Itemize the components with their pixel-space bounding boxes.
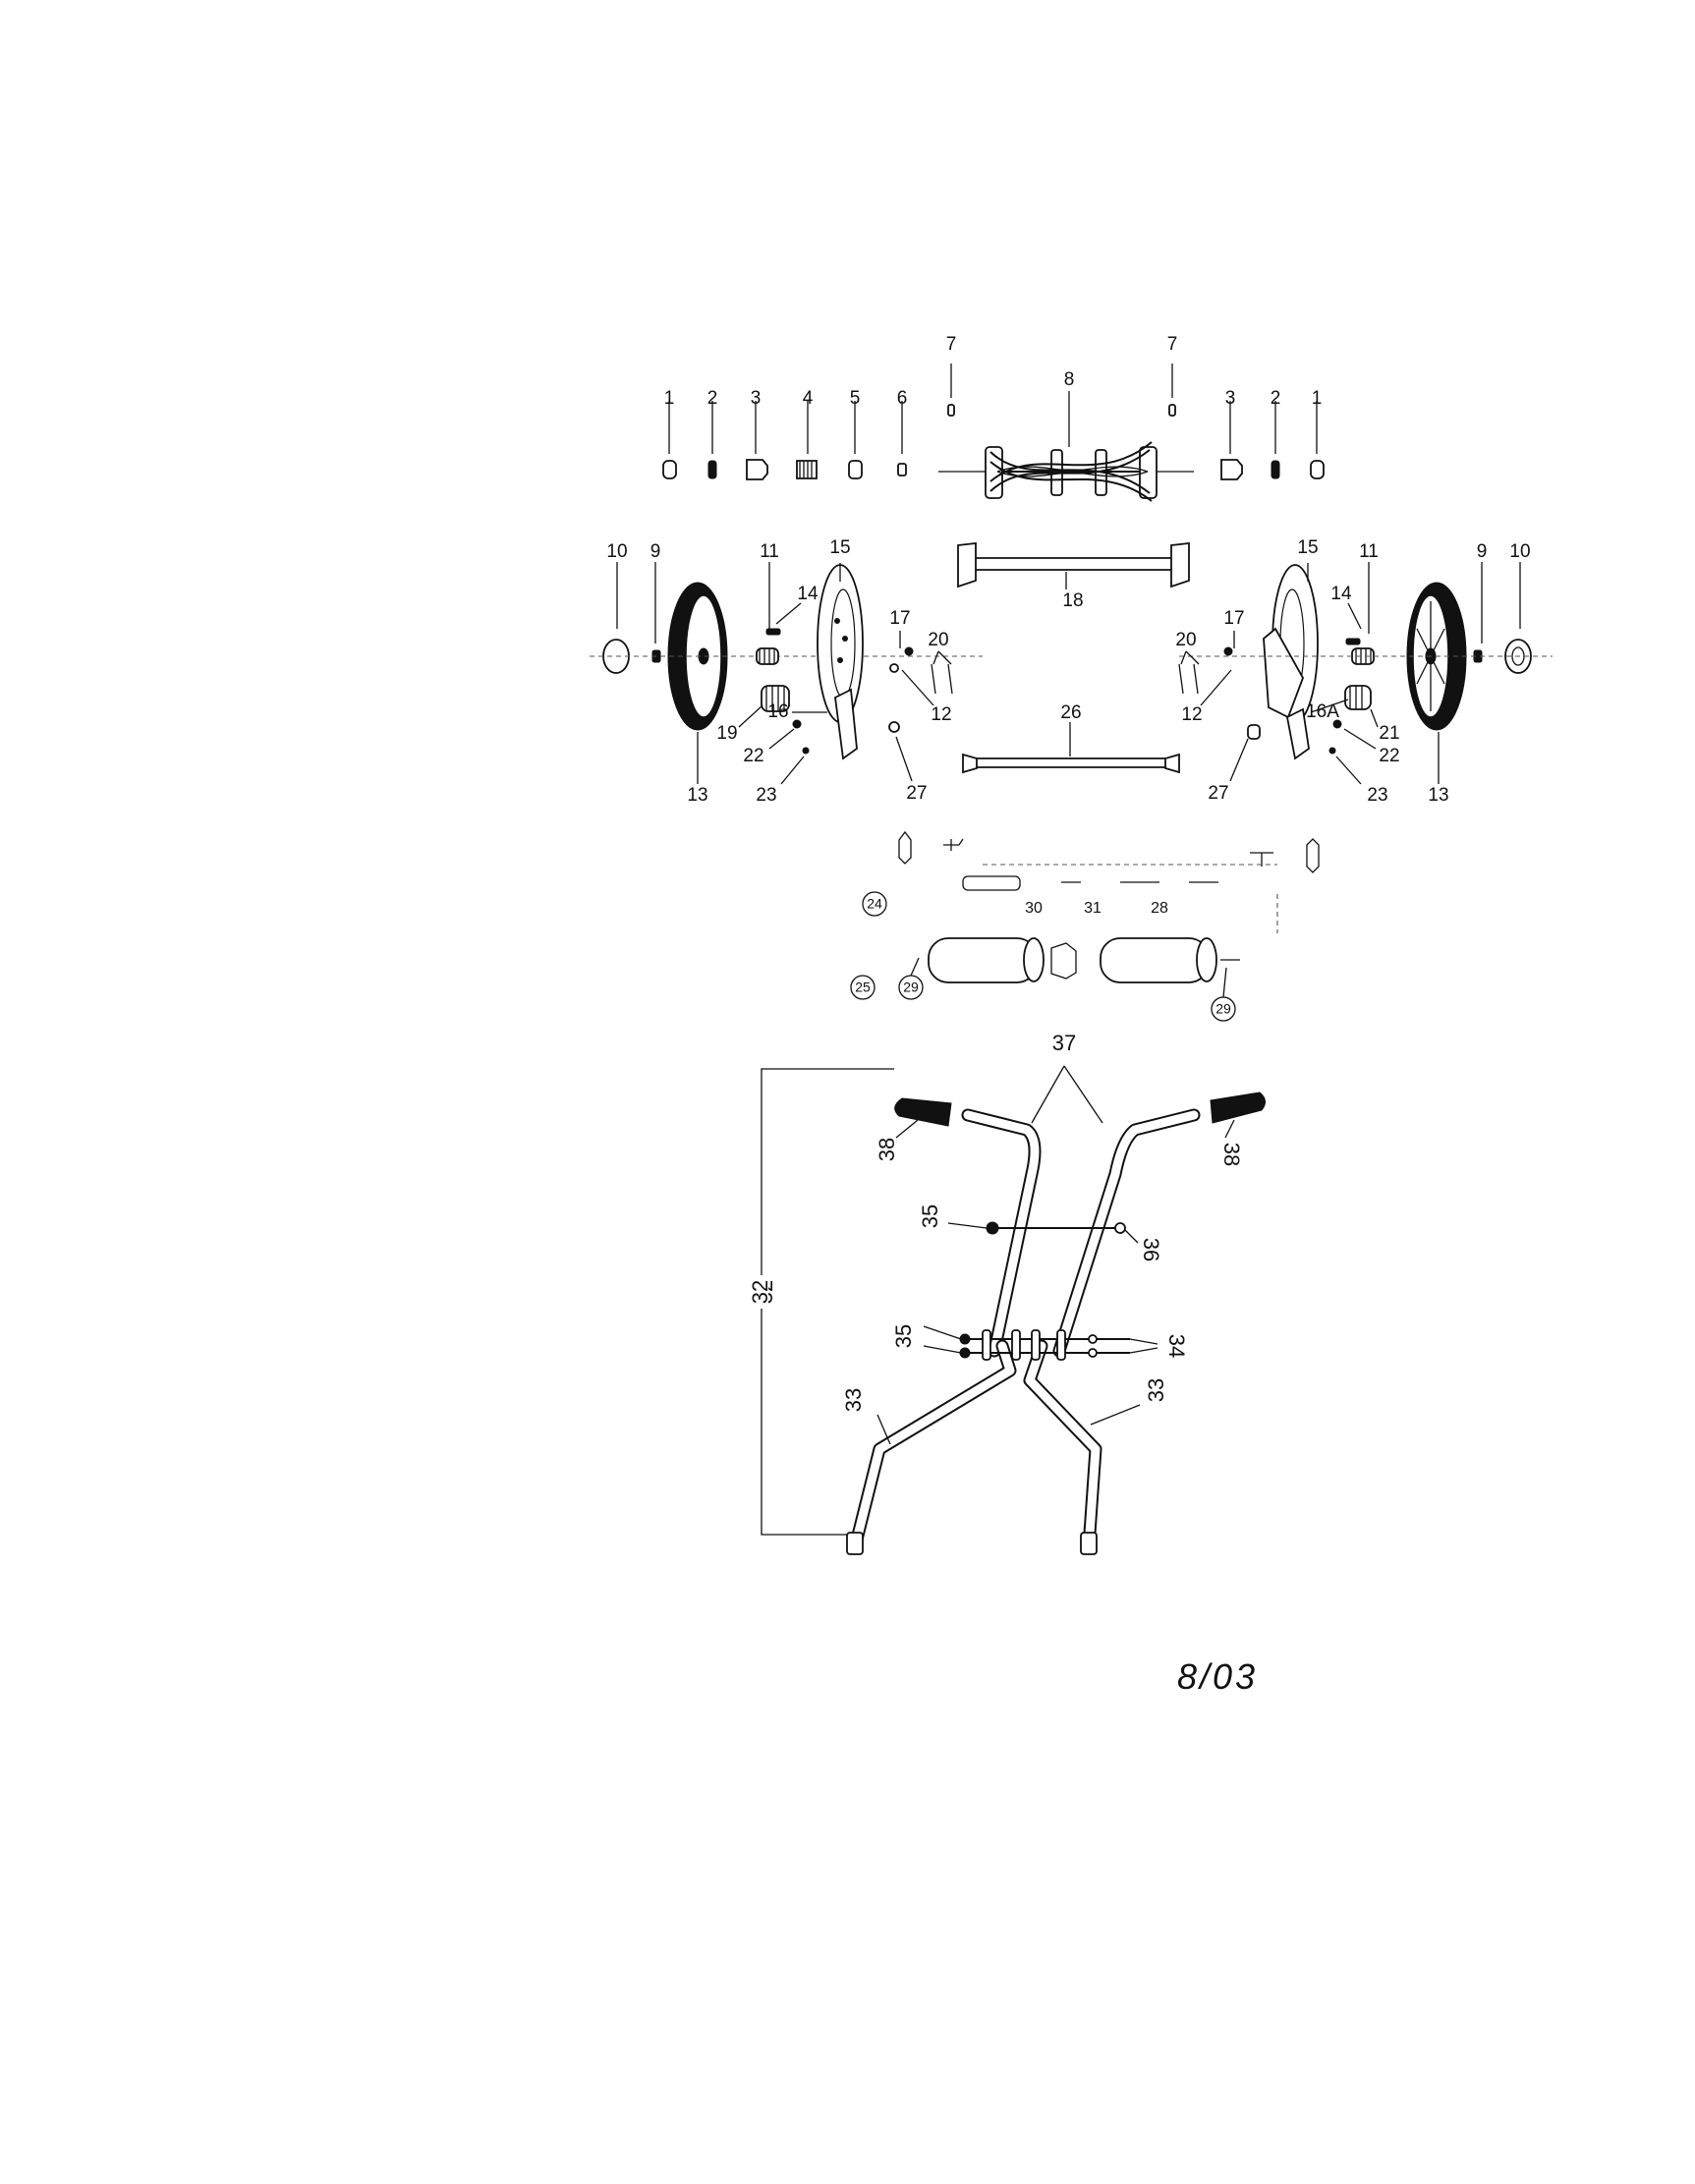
callout-27-right: 27 — [1208, 783, 1228, 804]
callout-11-left: 11 — [760, 541, 779, 562]
gear-part — [761, 685, 790, 712]
callout-14-right: 14 — [1330, 584, 1352, 604]
callout-28: 28 — [1151, 900, 1168, 917]
callout-38-left: 38 — [875, 1138, 899, 1161]
callout-18: 18 — [1062, 590, 1083, 611]
callout-5: 5 — [850, 388, 861, 409]
callout-8: 8 — [1064, 369, 1075, 390]
dust-cap-part — [662, 460, 677, 479]
callout-29-right: 29 — [1215, 1001, 1231, 1017]
reel-blade-drawing — [985, 441, 1158, 502]
rear-bar — [962, 722, 1180, 774]
callout-35-lower: 35 — [891, 1324, 916, 1348]
callout-29-left: 29 — [903, 980, 919, 995]
callout-22-right: 22 — [1379, 746, 1399, 766]
callout-2-left: 2 — [707, 388, 718, 409]
bearing-part — [746, 459, 768, 480]
callout-12-right: 12 — [1181, 704, 1202, 725]
washer-part — [707, 460, 717, 479]
callout-22-left: 22 — [743, 746, 763, 766]
spacer-part — [848, 460, 863, 479]
callout-37: 37 — [1052, 1031, 1076, 1055]
left-wheel — [590, 582, 983, 731]
pinion-part — [897, 463, 907, 476]
callout-9-right: 9 — [1477, 541, 1488, 562]
handle-assembly — [761, 1065, 1266, 1555]
callout-26: 26 — [1060, 702, 1081, 723]
callout-labels: 1 2 3 4 5 6 7 7 8 3 2 1 15 15 10 9 11 14… — [606, 334, 1530, 1412]
callout-13-right: 13 — [1428, 785, 1448, 806]
callout-1-right: 1 — [1312, 388, 1323, 409]
callout-7-left: 7 — [946, 334, 957, 355]
callout-17-right: 17 — [1223, 608, 1244, 629]
callout-19: 19 — [716, 723, 737, 744]
callout-24: 24 — [867, 896, 882, 912]
callout-9-left: 9 — [650, 541, 661, 562]
callout-23-right: 23 — [1367, 785, 1387, 806]
callout-23-left: 23 — [756, 785, 776, 806]
callout-4: 4 — [803, 388, 814, 409]
callout-38-right: 38 — [1219, 1143, 1244, 1166]
callout-32-label: 32 — [748, 1280, 772, 1304]
callout-33-left: 33 — [841, 1388, 866, 1412]
side-arm-part-right — [1263, 627, 1304, 719]
callout-3-right: 3 — [1225, 388, 1236, 409]
callout-30: 30 — [1025, 900, 1043, 917]
callout-33-right: 33 — [1144, 1378, 1168, 1402]
callout-20-right: 20 — [1175, 630, 1196, 650]
callout-6: 6 — [897, 388, 908, 409]
callout-2-right: 2 — [1271, 388, 1281, 409]
callout-11-right: 11 — [1359, 541, 1379, 562]
callout-20-left: 20 — [928, 630, 948, 650]
callout-10-right: 10 — [1509, 541, 1530, 562]
callout-31: 31 — [1084, 900, 1102, 917]
roller-assembly — [850, 830, 1320, 1022]
callout-14-left: 14 — [797, 584, 819, 604]
callout-10-left: 10 — [606, 541, 627, 562]
callout-16a: 16A — [1306, 701, 1339, 722]
callout-13-left: 13 — [687, 785, 707, 806]
frame-bar — [957, 541, 1190, 589]
right-side-plate — [1178, 564, 1375, 760]
callout-34: 34 — [1164, 1334, 1189, 1358]
callout-15-left: 15 — [829, 537, 850, 558]
shaft-hardware-left — [662, 401, 907, 480]
revision-date: 8/03 — [1177, 1656, 1259, 1697]
callout-3-left: 3 — [751, 388, 762, 409]
side-arm-part — [834, 688, 858, 760]
callout-7-right: 7 — [1167, 334, 1178, 355]
right-wheel — [1179, 582, 1553, 731]
callout-16: 16 — [767, 701, 788, 722]
callout-15-right: 15 — [1297, 537, 1318, 558]
callout-25: 25 — [855, 980, 871, 995]
shaft-hardware-right — [1220, 401, 1325, 480]
leader-lines-middle — [616, 562, 1521, 785]
callout-27-left: 27 — [906, 783, 927, 804]
callout-12-left: 12 — [931, 704, 951, 725]
reel-assembly — [938, 364, 1194, 502]
callout-36: 36 — [1139, 1238, 1163, 1261]
left-side-plate — [756, 564, 953, 760]
callout-1-left: 1 — [664, 388, 675, 409]
callout-35-upper: 35 — [918, 1204, 942, 1228]
callout-21: 21 — [1379, 723, 1399, 744]
callout-17-left: 17 — [889, 608, 910, 629]
